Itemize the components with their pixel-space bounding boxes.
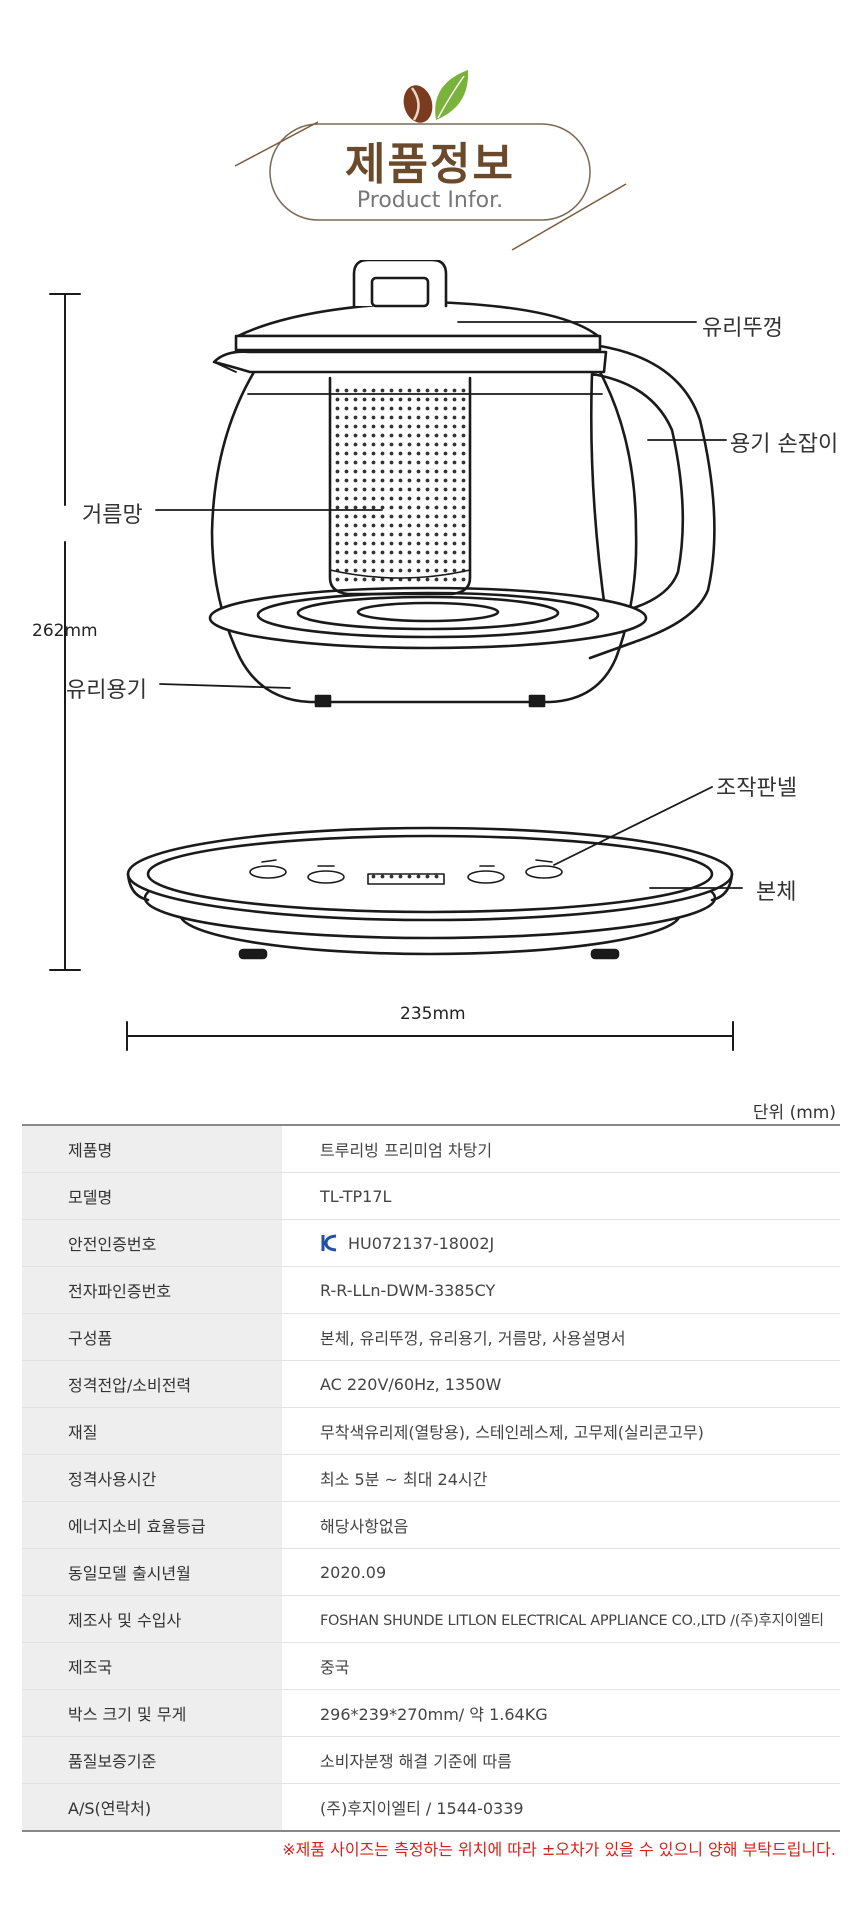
coffee-bean-icon [403, 85, 433, 123]
leaf-icon [435, 70, 469, 120]
control-panel-illustration [249, 859, 563, 885]
spec-value: R-R-LLn-DWM-3385CY [282, 1267, 840, 1313]
spec-label: 제품명 [22, 1126, 282, 1172]
table-row: 박스 크기 및 무게 296*239*270mm/ 약 1.64KG [22, 1690, 840, 1737]
table-row: 구성품 본체, 유리뚜껑, 유리용기, 거름망, 사용설명서 [22, 1314, 840, 1361]
callout-control-panel: 조작판넬 [716, 776, 797, 801]
vessel-handle [564, 344, 716, 660]
callout-body: 본체 [756, 880, 797, 905]
spec-label: 정격사용시간 [22, 1455, 282, 1501]
spec-value: 중국 [282, 1643, 840, 1689]
table-row: 정격사용시간 최소 5분 ~ 최대 24시간 [22, 1455, 840, 1502]
spec-label: 구성품 [22, 1314, 282, 1360]
table-row: 모델명 TL-TP17L [22, 1173, 840, 1220]
spec-label: 제조사 및 수입사 [22, 1596, 282, 1642]
glass-lid [212, 260, 608, 374]
table-row: 전자파인증번호 R-R-LLn-DWM-3385CY [22, 1267, 840, 1314]
spec-value: 무착색유리제(열탕용), 스테인레스제, 고무제(실리콘고무) [282, 1408, 840, 1454]
spec-label: 재질 [22, 1408, 282, 1454]
spec-value: 해당사항없음 [282, 1502, 840, 1548]
spec-value: 소비자분쟁 해결 기준에 따름 [282, 1737, 840, 1783]
kettle-base [126, 826, 734, 960]
spec-label: 박스 크기 및 무게 [22, 1690, 282, 1736]
product-diagram: 유리뚜껑 용기 손잡이 거름망 유리용기 조작판넬 본체 262mm 235mm [0, 260, 860, 1060]
spec-value: 트루리빙 프리미엄 차탕기 [282, 1126, 840, 1172]
title-oval-frame [269, 123, 591, 221]
spec-value: 2020.09 [282, 1549, 840, 1595]
callout-glass-vessel: 유리용기 [66, 678, 147, 703]
kettle-illustration [49, 260, 743, 1051]
spec-label: 전자파인증번호 [22, 1267, 282, 1313]
table-row: A/S(연락처) (주)후지이엘티 / 1544-0339 [22, 1784, 840, 1830]
width-dimension-label: 235mm [400, 1004, 466, 1024]
unit-note: 단위 (mm) [752, 1103, 836, 1123]
spec-value: (주)후지이엘티 / 1544-0339 [282, 1784, 840, 1830]
spec-value: AC 220V/60Hz, 1350W [282, 1361, 840, 1407]
spec-value: TL-TP17L [282, 1173, 840, 1219]
table-row: 정격전압/소비전력 AC 220V/60Hz, 1350W [22, 1361, 840, 1408]
safety-cert-number: HU072137-18002J [348, 1233, 495, 1253]
callout-lid: 유리뚜껑 [702, 316, 783, 341]
spec-value: 296*239*270mm/ 약 1.64KG [282, 1690, 840, 1736]
spec-label: 정격전압/소비전력 [22, 1361, 282, 1407]
spec-table: 제품명 트루리빙 프리미엄 차탕기 모델명 TL-TP17L 안전인증번호 HU… [22, 1124, 840, 1832]
spec-value: 본체, 유리뚜껑, 유리용기, 거름망, 사용설명서 [282, 1314, 840, 1360]
table-row: 동일모델 출시년월 2020.09 [22, 1549, 840, 1596]
spec-label: 동일모델 출시년월 [22, 1549, 282, 1595]
product-info-header: 제품정보 Product Infor. [0, 0, 860, 260]
spec-label: 제조국 [22, 1643, 282, 1689]
spec-value: FOSHAN SHUNDE LITLON ELECTRICAL APPLIANC… [282, 1596, 840, 1642]
table-row: 재질 무착색유리제(열탕용), 스테인레스제, 고무제(실리콘고무) [22, 1408, 840, 1455]
table-row: 품질보증기준 소비자분쟁 해결 기준에 따름 [22, 1737, 840, 1784]
table-row: 제품명 트루리빙 프리미엄 차탕기 [22, 1126, 840, 1173]
callout-strainer: 거름망 [82, 503, 143, 528]
height-dimension-line [49, 293, 81, 971]
spec-label: 안전인증번호 [22, 1220, 282, 1266]
strainer-illustration [328, 376, 472, 596]
height-dimension-label: 262mm [32, 621, 98, 641]
callout-handle: 용기 손잡이 [730, 432, 839, 457]
glass-vessel [208, 370, 648, 708]
header-decoration [234, 70, 627, 251]
spec-label: A/S(연락처) [22, 1784, 282, 1830]
decor-line-right [511, 183, 627, 251]
decor-line-left [234, 121, 319, 167]
title-english: Product Infor. [356, 188, 504, 213]
callout-leader-lines [155, 321, 743, 889]
spec-label: 에너지소비 효율등급 [22, 1502, 282, 1548]
table-row: 안전인증번호 HU072137-18002J [22, 1220, 840, 1267]
kc-certification-icon [321, 1234, 337, 1252]
table-row: 에너지소비 효율등급 해당사항없음 [22, 1502, 840, 1549]
size-tolerance-notice: ※제품 사이즈는 측정하는 위치에 따라 ±오차가 있을 수 있으니 양해 부탁… [282, 1840, 836, 1859]
width-dimension-line [126, 1021, 734, 1051]
spec-value-with-kc: HU072137-18002J [282, 1220, 840, 1266]
spec-value: 최소 5분 ~ 최대 24시간 [282, 1455, 840, 1501]
table-row: 제조국 중국 [22, 1643, 840, 1690]
spec-label: 모델명 [22, 1173, 282, 1219]
title-korean: 제품정보 [345, 139, 515, 190]
spec-label: 품질보증기준 [22, 1737, 282, 1783]
table-row: 제조사 및 수입사 FOSHAN SHUNDE LITLON ELECTRICA… [22, 1596, 840, 1643]
